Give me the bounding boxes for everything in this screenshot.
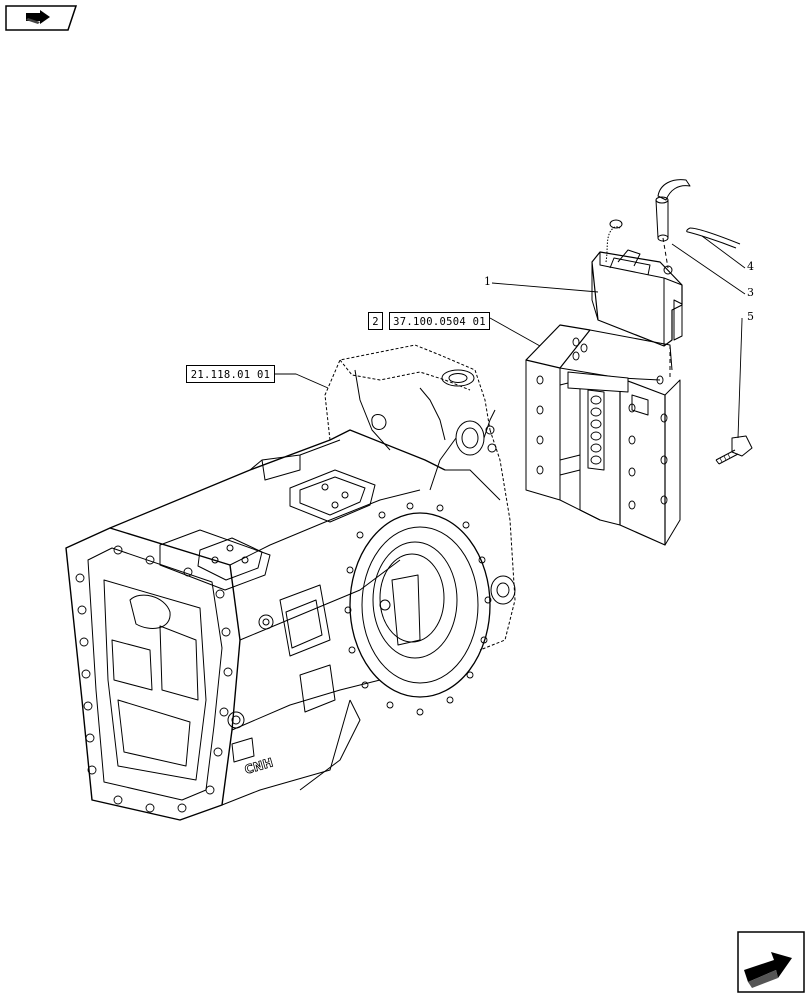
retaining-clip xyxy=(686,227,741,249)
callout-3: 3 xyxy=(747,286,754,299)
back-arrow-icon xyxy=(5,5,78,31)
bolt xyxy=(715,435,753,465)
previous-page-button[interactable] xyxy=(4,4,78,32)
callout-1: 1 xyxy=(484,275,491,288)
hitch-quantity-label: 2 xyxy=(368,312,383,330)
hitch-block xyxy=(591,219,683,347)
transmission-reference-label[interactable]: 21.118.01 01 xyxy=(186,365,275,383)
hitch-reference-label[interactable]: 37.100.0504 01 xyxy=(389,312,490,330)
leader-lines xyxy=(275,235,746,439)
svg-text:CNH: CNH xyxy=(243,755,275,776)
callout-4: 4 xyxy=(747,260,754,273)
hitch-bracket xyxy=(525,324,681,546)
callout-5: 5 xyxy=(747,310,754,323)
next-page-button[interactable] xyxy=(736,930,806,994)
forward-arrow-icon xyxy=(737,931,805,993)
transmission-housing: CNH xyxy=(65,344,516,821)
hitch-pin xyxy=(655,179,691,269)
